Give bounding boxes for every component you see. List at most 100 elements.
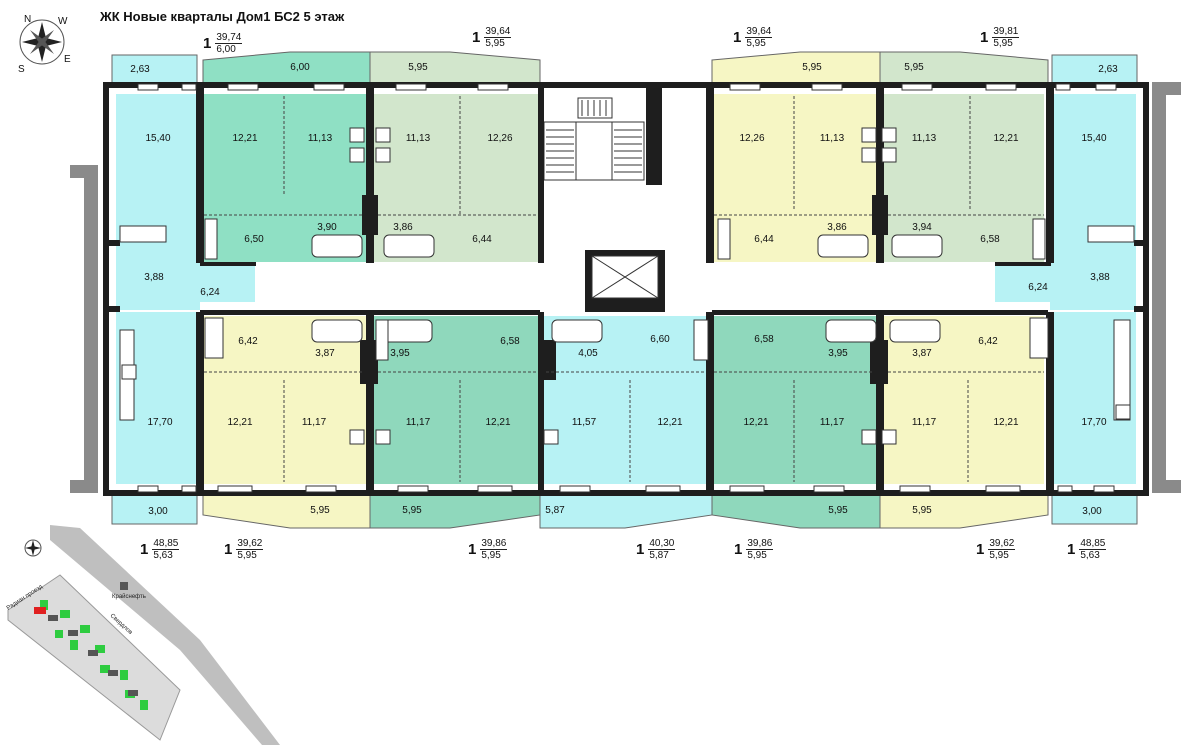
compass-icon: N E S W bbox=[18, 14, 71, 75]
apartment-area: 39,86 bbox=[746, 538, 774, 550]
apartment-living: 5,95 bbox=[237, 550, 257, 561]
bottom-room-area: 11,17 bbox=[912, 417, 937, 428]
top-balconies bbox=[111, 51, 1138, 86]
bottom-bath-area: 3,87 bbox=[315, 348, 335, 359]
apartment-living: 5,63 bbox=[1080, 550, 1100, 561]
apartment-living: 5,87 bbox=[649, 550, 669, 561]
walls bbox=[106, 85, 1148, 490]
bottom-room-area: 11,57 bbox=[572, 417, 597, 428]
apartment-rooms: 1 bbox=[976, 541, 985, 558]
site-plan: Радиан проезд Крайснефть Свердлов bbox=[6, 525, 280, 745]
bottom-balcony-area: 3,00 bbox=[1082, 506, 1102, 517]
kitchen-stoves bbox=[121, 127, 1131, 445]
top-hall-area: 6,44 bbox=[754, 234, 774, 245]
top-balcony-area: 2,63 bbox=[1098, 64, 1118, 75]
bottom-bath-area: 3,95 bbox=[390, 348, 410, 359]
apartment-rooms: 1 bbox=[203, 35, 212, 52]
top-room-area: 11,13 bbox=[308, 133, 333, 144]
apartment-rooms: 1 bbox=[140, 541, 149, 558]
site-highlight bbox=[34, 607, 46, 614]
bottom-balconies bbox=[111, 491, 1138, 529]
bottom-hall-area: 6,58 bbox=[500, 336, 520, 347]
top-room-area: 11,13 bbox=[820, 133, 845, 144]
left-bracket bbox=[70, 165, 98, 493]
compass-north: N bbox=[24, 14, 31, 25]
apartment-area: 39,62 bbox=[236, 538, 264, 550]
apartment-area: 39,64 bbox=[484, 26, 512, 38]
apartment-rooms: 1 bbox=[636, 541, 645, 558]
bottom-room-area: 11,17 bbox=[406, 417, 431, 428]
top-room-area: 15,40 bbox=[145, 133, 170, 144]
top-room-area: 12,21 bbox=[232, 133, 257, 144]
apartment-rooms: 1 bbox=[734, 541, 743, 558]
top-room-area: 12,21 bbox=[993, 133, 1018, 144]
top-room-area: 11,13 bbox=[912, 133, 937, 144]
side-hall-area: 6,24 bbox=[200, 287, 220, 298]
apartment-living: 5,95 bbox=[485, 38, 505, 49]
bottom-room-area: 17,70 bbox=[1081, 417, 1106, 428]
top-balcony-area: 5,95 bbox=[904, 62, 924, 73]
bathrooms bbox=[119, 218, 1135, 421]
bottom-room-area: 12,21 bbox=[227, 417, 252, 428]
bottom-bath-area: 3,95 bbox=[828, 348, 848, 359]
top-balcony-area: 2,63 bbox=[130, 64, 150, 75]
site-compass-icon bbox=[24, 539, 42, 557]
apartment-rooms: 1 bbox=[472, 29, 481, 46]
bottom-balcony-area: 5,87 bbox=[545, 505, 565, 516]
bottom-room-area: 12,21 bbox=[485, 417, 510, 428]
bottom-hall-area: 6,42 bbox=[978, 336, 998, 347]
apartment-rooms: 1 bbox=[224, 541, 233, 558]
top-bath-area: 3,94 bbox=[912, 222, 932, 233]
bottom-bath-area: 4,05 bbox=[578, 348, 598, 359]
apartment-living: 5,95 bbox=[993, 38, 1013, 49]
top-room-area: 11,13 bbox=[406, 133, 431, 144]
top-room-area: 12,26 bbox=[487, 133, 512, 144]
apartment-area: 39,62 bbox=[988, 538, 1016, 550]
compass-west: W bbox=[58, 16, 68, 27]
bottom-hall-area: 6,42 bbox=[238, 336, 258, 347]
bottom-hall-area: 6,60 bbox=[650, 334, 670, 345]
top-bath-area: 3,86 bbox=[393, 222, 413, 233]
bottom-balcony-area: 5,95 bbox=[912, 505, 932, 516]
bottom-room-area: 12,21 bbox=[993, 417, 1018, 428]
side-bath-area: 3,88 bbox=[144, 272, 164, 283]
bottom-balcony-area: 3,00 bbox=[148, 506, 168, 517]
top-hall-area: 6,44 bbox=[472, 234, 492, 245]
partitions bbox=[204, 96, 1044, 482]
apartment-rooms: 1 bbox=[733, 29, 742, 46]
top-bath-area: 3,90 bbox=[317, 222, 337, 233]
bottom-room-area: 11,17 bbox=[302, 417, 327, 428]
bottom-room-area: 11,17 bbox=[820, 417, 845, 428]
top-room-area: 12,26 bbox=[739, 133, 764, 144]
top-balcony-area: 6,00 bbox=[290, 62, 310, 73]
apartment-area: 48,85 bbox=[1079, 538, 1107, 550]
bottom-balcony-area: 5,95 bbox=[828, 505, 848, 516]
compass-east: E bbox=[64, 54, 71, 65]
apartment-living: 5,95 bbox=[747, 550, 767, 561]
apartment-area: 48,85 bbox=[152, 538, 180, 550]
apartment-area: 39,64 bbox=[745, 26, 773, 38]
bottom-room-area: 17,70 bbox=[147, 417, 172, 428]
site-label: Крайснефть bbox=[112, 593, 146, 600]
apartment-area: 39,74 bbox=[215, 32, 243, 44]
bottom-hall-area: 6,58 bbox=[754, 334, 774, 345]
top-balcony-area: 5,95 bbox=[802, 62, 822, 73]
top-balcony-area: 5,95 bbox=[408, 62, 428, 73]
apartment-rooms: 1 bbox=[468, 541, 477, 558]
apartment-rooms: 1 bbox=[980, 29, 989, 46]
top-hall-area: 6,58 bbox=[980, 234, 1000, 245]
top-hall-area: 6,50 bbox=[244, 234, 264, 245]
room-labels: 2,63 6,00 5,95 5,95 5,95 2,63 15,40 12,2… bbox=[130, 62, 1118, 517]
apartment-living: 5,95 bbox=[746, 38, 766, 49]
apartment-living: 5,63 bbox=[153, 550, 173, 561]
